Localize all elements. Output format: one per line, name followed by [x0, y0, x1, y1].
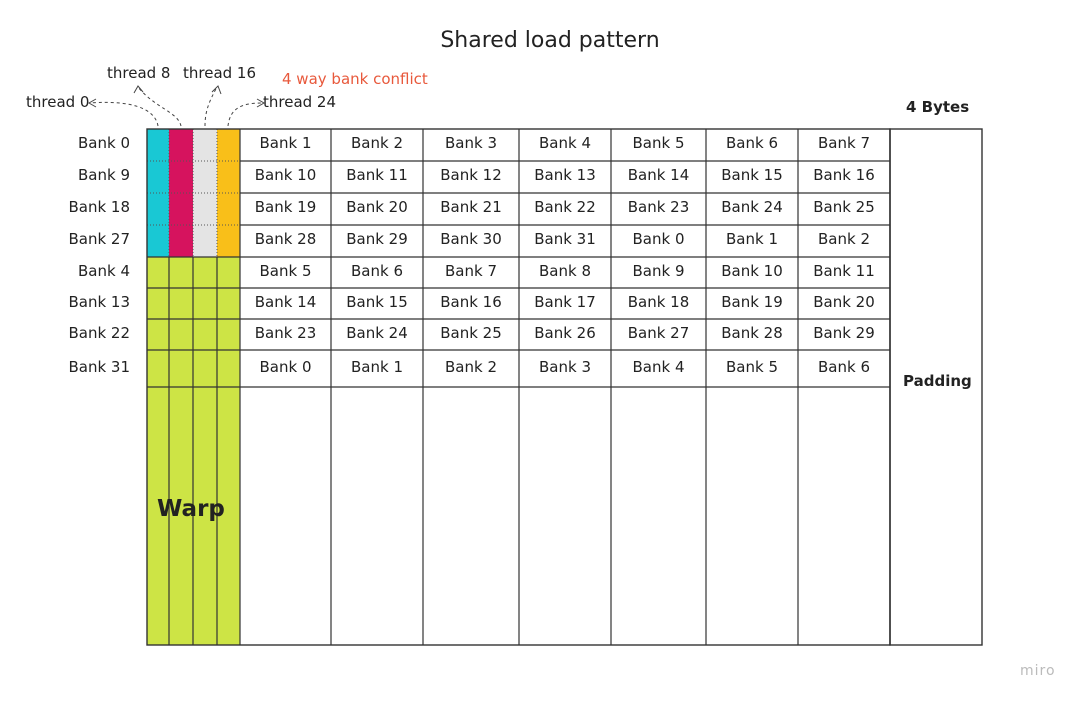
bank-cell: Bank 10 [254, 166, 317, 184]
bank-cell: Bank 28 [254, 230, 317, 248]
bank-cell: Bank 10 [721, 262, 783, 280]
main-grid-lines [147, 129, 891, 645]
bank-cell: Bank 24 [721, 198, 783, 216]
thread-arrows [89, 86, 263, 127]
thread-0-column [147, 129, 169, 257]
row-label: Bank 0 [78, 134, 130, 152]
bank-cell: Bank 22 [534, 198, 596, 216]
thread-0-arrow [89, 101, 159, 127]
bank-cell: Bank 5 [259, 262, 312, 280]
row-label: Bank 13 [68, 293, 130, 311]
bank-cell: Bank 2 [351, 134, 403, 152]
bank-cell: Bank 12 [440, 166, 502, 184]
row-label: Bank 9 [78, 166, 130, 184]
row-label: Bank 18 [68, 198, 130, 216]
bank-cell: Bank 30 [440, 230, 502, 248]
row-label: Bank 31 [68, 358, 130, 376]
thread-16-arrow [204, 86, 218, 127]
bank-cell: Bank 4 [632, 358, 685, 376]
bank-cell: Bank 24 [346, 324, 408, 342]
bank-cell: Bank 2 [445, 358, 497, 376]
bank-cell: Bank 11 [346, 166, 408, 184]
bank-cell: Bank 17 [534, 293, 596, 311]
bank-cell: Bank 19 [721, 293, 783, 311]
thread-0-label: thread 0 [26, 93, 90, 111]
bank-cell: Bank 1 [259, 134, 312, 152]
bank-cell: Bank 29 [346, 230, 408, 248]
bank-cell: Bank 0 [259, 358, 312, 376]
thread-24-arrow [227, 102, 263, 127]
thread-dotted-lines [147, 129, 240, 257]
bank-cell: Bank 19 [254, 198, 317, 216]
bank-cell: Bank 3 [539, 358, 591, 376]
arrow-heads [87, 85, 266, 108]
bank-cell: Bank 13 [534, 166, 596, 184]
bank-cell: Bank 8 [539, 262, 591, 280]
bank-cell: Bank 2 [818, 230, 870, 248]
bank-cell: Bank 15 [346, 293, 408, 311]
thread-24-label: thread 24 [263, 93, 337, 111]
bank-cell: Bank 14 [627, 166, 690, 184]
bank-cell: Bank 20 [346, 198, 408, 216]
padding-region [889, 128, 983, 646]
bank-cell: Bank 25 [813, 198, 875, 216]
bank-cell: Bank 26 [534, 324, 596, 342]
bank-cell: Bank 23 [254, 324, 317, 342]
bank-cell: Bank 1 [351, 358, 403, 376]
bank-cell: Bank 14 [254, 293, 317, 311]
thread-8-label: thread 8 [107, 64, 171, 82]
warp-grid-lines [147, 257, 240, 645]
bank-cell: Bank 23 [627, 198, 690, 216]
thread-16-label: thread 16 [183, 64, 257, 82]
row-label: Bank 22 [68, 324, 130, 342]
bank-cell: Bank 15 [721, 166, 783, 184]
bank-cell: Bank 9 [632, 262, 685, 280]
bank-cell: Bank 21 [440, 198, 502, 216]
bank-cell: Bank 6 [818, 358, 870, 376]
bank-cell: Bank 7 [445, 262, 497, 280]
bank-conflict-label: 4 way bank conflict [282, 70, 428, 88]
bank-cell: Bank 5 [726, 358, 778, 376]
bank-cell: Bank 18 [627, 293, 690, 311]
row-label: Bank 27 [68, 230, 130, 248]
watermark: miro [1020, 663, 1056, 679]
bank-cell: Bank 20 [813, 293, 875, 311]
diagram-title: Shared load pattern [440, 28, 660, 53]
warp-label: Warp [157, 496, 225, 522]
bank-cell: Bank 3 [445, 134, 497, 152]
bank-cell: Bank 7 [818, 134, 870, 152]
thread-8-arrow [137, 86, 182, 127]
bank-cell: Bank 1 [726, 230, 778, 248]
bank-cell: Bank 11 [813, 262, 875, 280]
bank-cell: Bank 25 [440, 324, 502, 342]
bank-cell: Bank 29 [813, 324, 875, 342]
row-label: Bank 4 [78, 262, 130, 280]
bank-cell: Bank 16 [813, 166, 875, 184]
bank-cell: Bank 31 [534, 230, 596, 248]
bank-cell: Bank 6 [351, 262, 403, 280]
bank-cell: Bank 0 [632, 230, 685, 248]
bank-cell: Bank 27 [627, 324, 690, 342]
bytes-label: 4 Bytes [906, 98, 970, 116]
bank-cell: Bank 4 [539, 134, 591, 152]
bank-cell: Bank 16 [440, 293, 502, 311]
padding-label: Padding [903, 372, 972, 390]
bank-cell: Bank 5 [632, 134, 685, 152]
bank-cell: Bank 6 [726, 134, 778, 152]
bank-cell: Bank 28 [721, 324, 783, 342]
